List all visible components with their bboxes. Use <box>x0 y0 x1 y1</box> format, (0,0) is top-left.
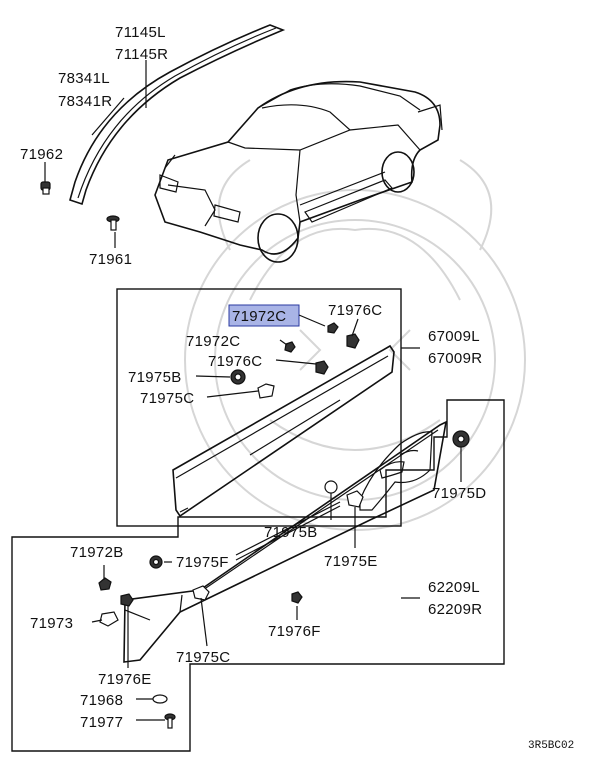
clip-71976C-top <box>346 333 360 349</box>
clip-71975C-1 <box>257 383 275 399</box>
door-molding-67009 <box>172 344 395 518</box>
clip-71975D <box>452 430 470 448</box>
screw-71961 <box>106 215 120 231</box>
leader-lines <box>44 60 147 248</box>
washer-71968 <box>152 694 168 704</box>
label-71977: 71977 <box>80 714 123 731</box>
label-71975C-2: 71975C <box>176 649 230 666</box>
label-71976F: 71976F <box>268 623 321 640</box>
label-62209L: 62209L <box>428 579 480 596</box>
clip-71972B <box>98 577 112 591</box>
roof-drip-molding <box>69 24 286 206</box>
label-71975B-1: 71975B <box>128 369 182 386</box>
label-71962: 71962 <box>20 146 63 163</box>
leader-lines-lower <box>91 447 462 721</box>
label-71968: 71968 <box>80 692 123 709</box>
label-71145L: 71145L <box>115 24 166 41</box>
label-71976E: 71976E <box>98 671 152 688</box>
clip-71972C-2 <box>284 341 296 353</box>
label-71975D: 71975D <box>432 485 486 502</box>
screw-71976F <box>291 591 303 604</box>
label-67009R: 67009R <box>428 350 482 367</box>
clip-71973 <box>99 611 119 627</box>
box-67009 <box>116 288 402 527</box>
label-71145R: 71145R <box>115 46 168 63</box>
label-78341L: 78341L <box>58 70 110 87</box>
label-67009L: 67009L <box>428 328 480 345</box>
side-sill-62209 <box>123 420 448 663</box>
clip-71975E <box>346 490 364 508</box>
part-labels: 71145L 71145R 78341L 78341R 71962 71961 … <box>20 24 574 752</box>
label-71975E: 71975E <box>324 553 378 570</box>
clip-71975B-1 <box>230 369 246 385</box>
label-78341R: 78341R <box>58 93 112 110</box>
clip-71962 <box>40 181 51 195</box>
clip-71975F <box>149 555 163 569</box>
label-71972C-2: 71972C <box>186 333 240 350</box>
label-71975F: 71975F <box>176 554 229 571</box>
label-71976C-2: 71976C <box>208 353 262 370</box>
clip-71976C-2 <box>315 360 329 375</box>
label-71973: 71973 <box>30 615 73 632</box>
leader-lines-upper <box>195 314 359 398</box>
clip-71976E <box>120 593 134 607</box>
label-71972C-highlighted: 71972C <box>232 308 286 325</box>
label-71975B-2: 71975B <box>264 524 318 541</box>
label-71975C-1: 71975C <box>140 390 194 407</box>
label-62209R: 62209R <box>428 601 482 618</box>
box-62209 <box>11 399 505 752</box>
clip-71975B-2 <box>324 480 338 494</box>
label-71972B: 71972B <box>70 544 124 561</box>
diagram-code: 3R5BC02 <box>528 740 574 752</box>
label-71976C-top: 71976C <box>328 302 382 319</box>
clip-71972C-top <box>327 322 339 334</box>
car-illustration <box>154 80 443 263</box>
clip-71975C-2 <box>192 585 210 601</box>
label-71961: 71961 <box>89 251 132 268</box>
screw-71977 <box>164 713 176 729</box>
